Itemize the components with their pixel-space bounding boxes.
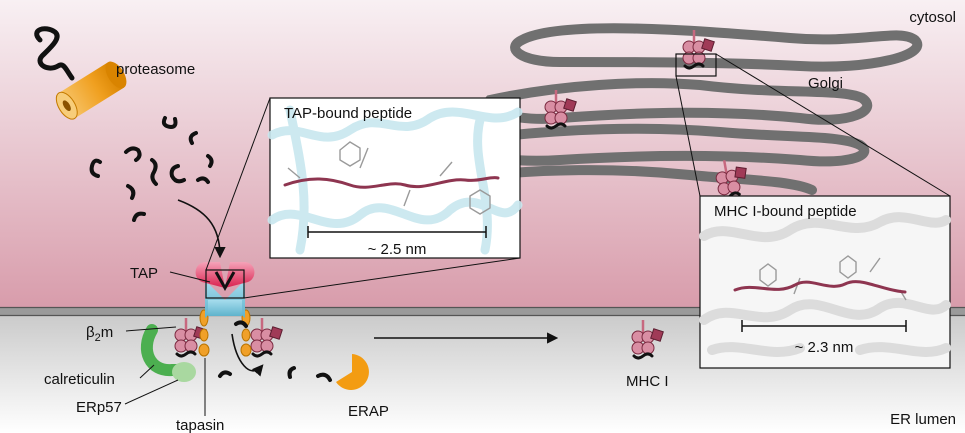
- erp57-shape: [172, 362, 196, 382]
- cytosol-label: cytosol: [909, 9, 956, 26]
- proteasome-label: proteasome: [116, 61, 195, 78]
- peptide-loading-complex: [173, 262, 284, 358]
- tap-peptide-title: TAP-bound peptide: [284, 105, 412, 122]
- golgi-label: Golgi: [808, 75, 843, 92]
- b2m-label: β2m: [86, 324, 113, 344]
- calreticulin-label: calreticulin: [44, 371, 115, 388]
- mhc-peptide-title: MHC I-bound peptide: [714, 203, 857, 220]
- mhc-peptide-scale: ~ 2.3 nm: [795, 339, 854, 356]
- calreticulin-shape: [140, 324, 192, 377]
- mhc-peptide-inset: MHC I-bound peptide ~ 2.3 nm: [699, 195, 951, 369]
- tap-peptide-inset: TAP-bound peptide ~ 2.5 nm: [267, 97, 523, 259]
- erap-label: ERAP: [348, 403, 389, 420]
- er-lumen-label: ER lumen: [890, 411, 956, 428]
- lumen-peptides: [218, 320, 332, 382]
- tap-label: TAP: [130, 265, 158, 282]
- loading-arrow: [231, 333, 264, 377]
- proteasome-icon: [34, 26, 127, 120]
- tap-zoom-box: [205, 269, 245, 299]
- erap-shape: [336, 354, 369, 390]
- peptide-fragments: [89, 116, 214, 222]
- mhc1-label: MHC I: [626, 373, 669, 390]
- er-membrane: [0, 307, 965, 316]
- peptide-to-tap-arrow: [177, 199, 226, 259]
- tap-peptide-scale: ~ 2.5 nm: [368, 241, 427, 258]
- golgi-zoom-box: [675, 53, 717, 77]
- erp57-label: ERp57: [76, 399, 122, 416]
- tapasin-label: tapasin: [176, 417, 224, 433]
